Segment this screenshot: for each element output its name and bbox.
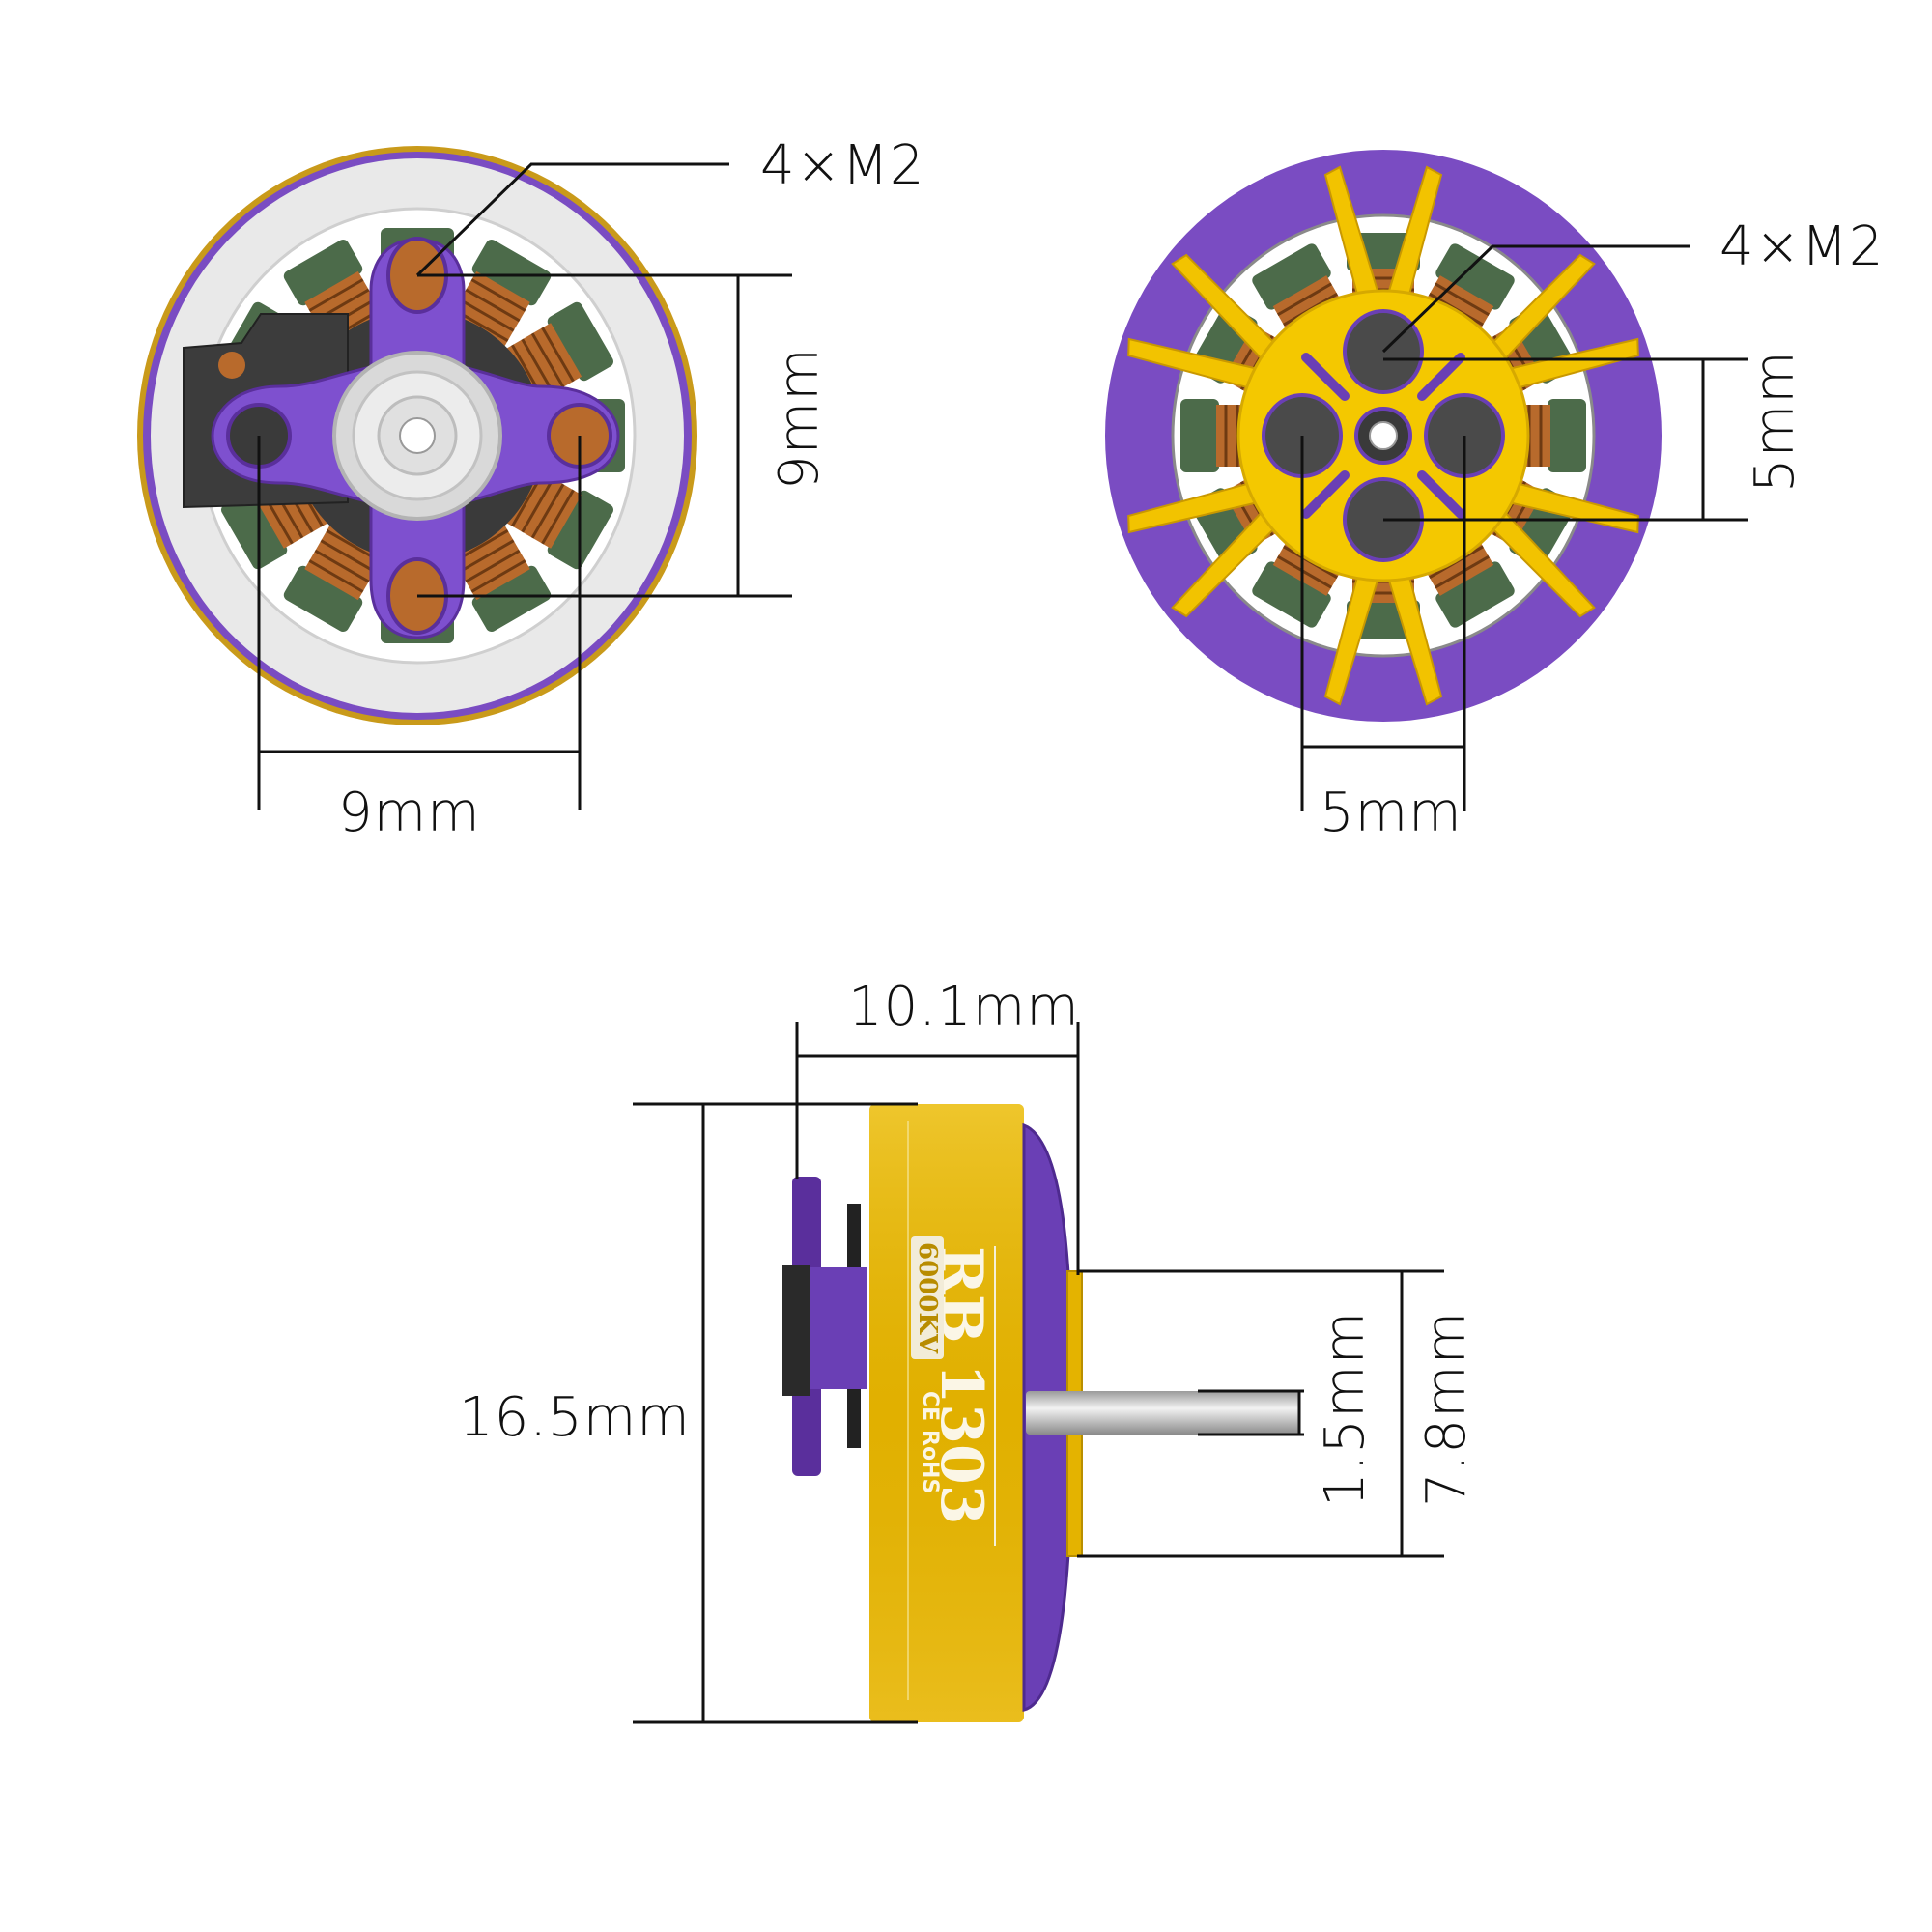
shaft-hole xyxy=(1369,421,1398,450)
top-vertical-dim-label: 5mm xyxy=(1744,350,1806,493)
top-screw-label: 4×M2 xyxy=(1719,215,1885,278)
bottom-vertical-dim-label: 9mm xyxy=(768,347,831,490)
top-view-dimension-lines xyxy=(1300,244,1748,811)
bottom-view-dimension-lines xyxy=(257,162,792,810)
ce-mark: CE xyxy=(918,1391,942,1422)
motor-shaft xyxy=(1026,1391,1300,1435)
bottom-view-motor xyxy=(137,146,697,725)
side-shaft-dim-label: 1.5mm xyxy=(1314,1310,1377,1507)
bottom-horizontal-dim-label: 9mm xyxy=(338,781,481,844)
side-height-dim-label: 16.5mm xyxy=(459,1386,691,1449)
top-view-motor xyxy=(1105,150,1662,722)
side-width-dim-label: 10.1mm xyxy=(848,976,1080,1038)
kv-badge: 6000KV xyxy=(911,1236,944,1360)
side-view-motor xyxy=(782,1104,1300,1722)
side-boss-dim-label: 7.8mm xyxy=(1415,1310,1478,1507)
side-view-dimension-lines xyxy=(633,1022,1444,1724)
hub-slots xyxy=(1301,353,1465,519)
bearing xyxy=(332,351,502,521)
bottom-screw-label: 4×M2 xyxy=(760,134,925,197)
top-horizontal-dim-label: 5mm xyxy=(1320,781,1463,844)
rohs-mark: RoHS xyxy=(918,1430,942,1494)
